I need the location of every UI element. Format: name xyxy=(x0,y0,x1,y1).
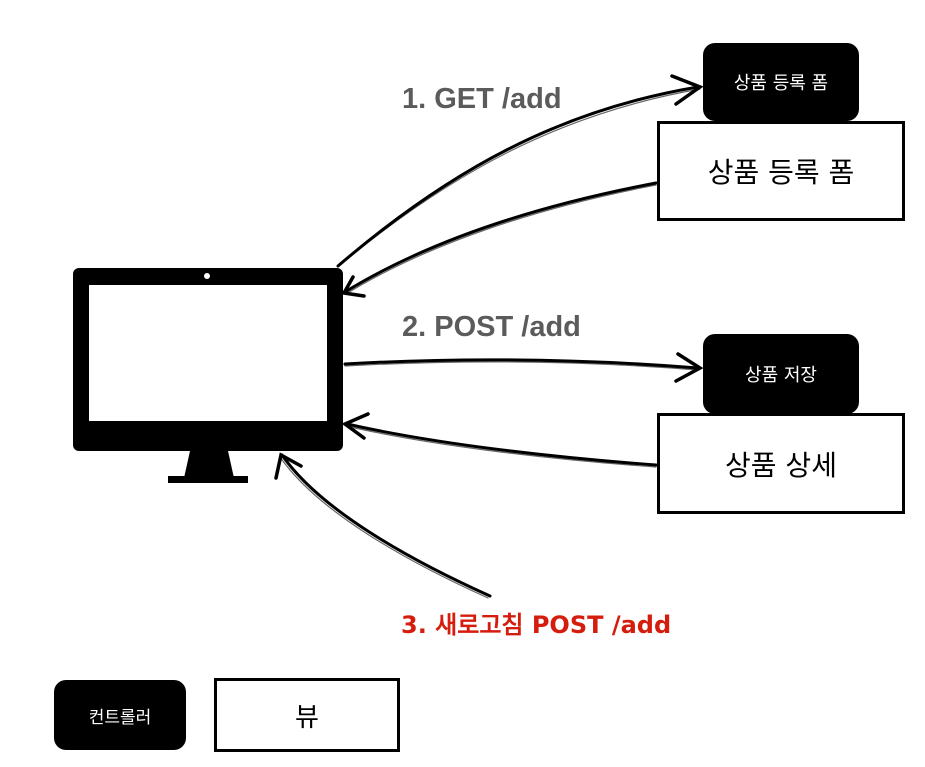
legend-view: 뷰 xyxy=(214,678,400,752)
controller-add-form: 상품 등록 폼 xyxy=(703,43,859,121)
arrow-post-request xyxy=(343,352,704,383)
step-3-label: 3. 새로고침 POST /add xyxy=(401,611,672,639)
legend-controller: 컨트롤러 xyxy=(54,680,186,750)
view-add-form: 상품 등록 폼 xyxy=(657,121,905,221)
arrow-refresh xyxy=(274,452,492,599)
arrow-get-response xyxy=(341,181,658,298)
arrow-get-request xyxy=(336,74,704,268)
step-1-label: 1. GET /add xyxy=(402,83,562,115)
desktop-monitor-icon xyxy=(73,268,343,483)
controller-save-item: 상품 저장 xyxy=(703,334,859,414)
step-2-label: 2. POST /add xyxy=(402,311,581,343)
arrow-post-response xyxy=(341,412,658,468)
view-item-detail: 상품 상세 xyxy=(657,413,905,514)
